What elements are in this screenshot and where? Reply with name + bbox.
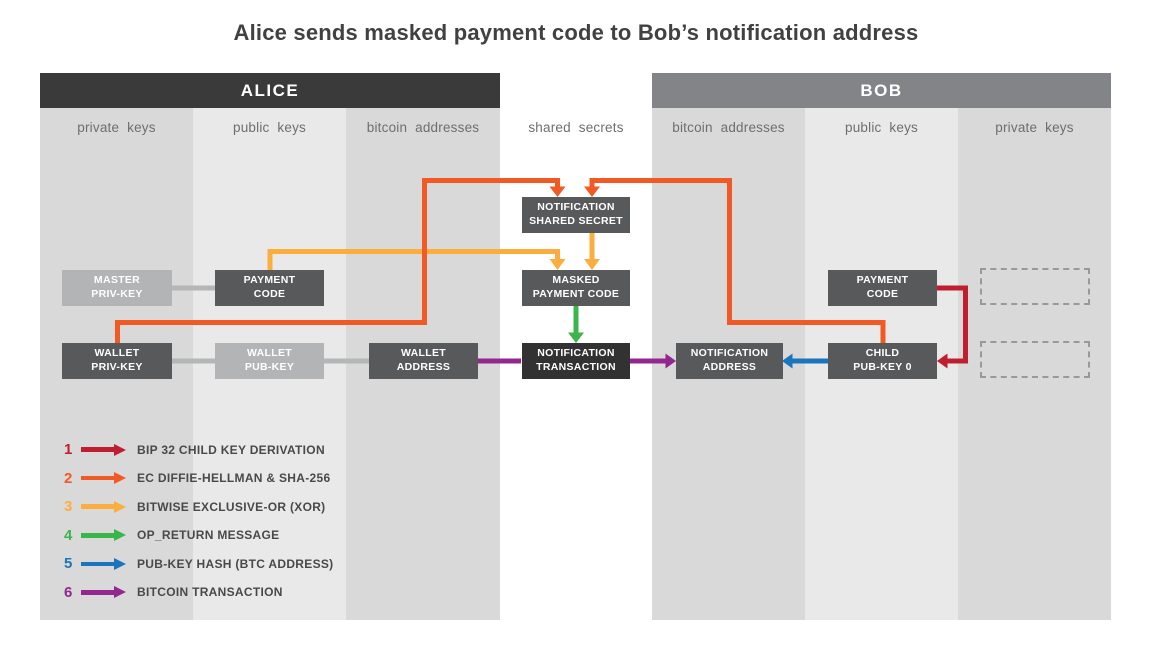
col-label-alice-private-keys: private keys: [77, 120, 156, 135]
box-wallet-address: WALLET ADDRESS: [369, 343, 478, 379]
arrow-xor-from-shared-secret-head: [584, 259, 600, 270]
legend-label: EC DIFFIE-HELLMAN & SHA-256: [137, 471, 331, 486]
bob-header: BOB: [652, 73, 1111, 108]
legend-arrow-icon: [81, 472, 126, 485]
legend-item-bitcoin-transaction: 6 BITCOIN TRANSACTION: [64, 584, 333, 601]
legend-label: OP_RETURN MESSAGE: [137, 528, 280, 543]
diagram-title: Alice sends masked payment code to Bob’s…: [233, 20, 919, 45]
box-label: MASTER: [93, 274, 141, 287]
col-label-alice-bitcoin-addresses: bitcoin addresses: [366, 120, 480, 135]
box-payment-code-bob: PAYMENT CODE: [828, 270, 937, 306]
legend-arrow-head: [114, 472, 126, 485]
legend-arrow-head: [114, 529, 126, 542]
box-label: WALLET: [401, 347, 446, 360]
box-label: NOTIFICATION: [537, 201, 615, 214]
legend-label: BITCOIN TRANSACTION: [137, 585, 283, 600]
arrow-ecdh-alice-head: [549, 186, 566, 197]
box-label: ADDRESS: [396, 361, 451, 373]
alice-header: ALICE: [40, 73, 500, 108]
col-label-shared-secrets: shared secrets: [528, 120, 624, 135]
box-label: SHARED SECRET: [529, 215, 623, 227]
col-label-bob-bitcoin-addresses: bitcoin addresses: [672, 120, 785, 135]
box-label: PAYMENT: [856, 274, 909, 287]
legend-arrow-icon: [81, 529, 126, 542]
arrow-opreturn-head: [568, 332, 584, 343]
legend-number: 5: [64, 555, 73, 573]
box-notification-address: NOTIFICATION ADDRESS: [676, 343, 783, 379]
legend-arrow-line: [81, 533, 114, 538]
legend-arrow-head: [114, 557, 126, 570]
col-label-alice-public-keys: public keys: [233, 120, 306, 135]
box-label: MASKED: [552, 274, 600, 287]
box-wallet-priv-key: WALLET PRIV-KEY: [62, 343, 172, 379]
box-bob-private-key-placeholder-1: [980, 268, 1090, 305]
box-label: PRIV-KEY: [91, 361, 143, 373]
legend-arrow-head: [114, 586, 126, 599]
box-label: PUB-KEY: [244, 361, 295, 373]
box-label: ADDRESS: [702, 361, 757, 373]
legend-label: BIP 32 CHILD KEY DERIVATION: [137, 442, 325, 457]
box-label: TRANSACTION: [536, 361, 616, 373]
arrow-xor-from-payment-code-head: [549, 259, 566, 270]
legend-arrow-line: [81, 561, 114, 567]
legend-arrow-icon: [81, 500, 126, 513]
box-master-priv-key: MASTER PRIV-KEY: [62, 270, 172, 306]
legend-number: 6: [64, 583, 73, 601]
legend-arrow-icon: [81, 557, 126, 570]
legend-arrow-head: [114, 443, 126, 456]
legend-number: 3: [64, 498, 73, 516]
box-wallet-pub-key: WALLET PUB-KEY: [215, 343, 324, 379]
legend-arrow-head: [114, 500, 126, 513]
box-label: NOTIFICATION: [537, 347, 615, 360]
box-label: PRIV-KEY: [91, 288, 143, 300]
legend-item-bip32: 1 BIP 32 CHILD KEY DERIVATION: [64, 441, 333, 458]
box-label: PUB-KEY 0: [853, 361, 912, 373]
legend-number: 4: [64, 526, 73, 544]
box-label: PAYMENT: [243, 274, 296, 287]
legend: 1 BIP 32 CHILD KEY DERIVATION 2 EC DIFFI…: [64, 441, 333, 601]
box-label: WALLET: [247, 347, 292, 360]
arrow-ecdh-bob-head: [584, 186, 600, 197]
legend-item-opreturn: 4 OP_RETURN MESSAGE: [64, 527, 333, 544]
legend-arrow-line: [81, 590, 114, 595]
legend-number: 1: [64, 441, 73, 458]
box-label: CODE: [866, 288, 899, 300]
legend-item-xor: 3 BITWISE EXCLUSIVE-OR (XOR): [64, 498, 333, 515]
box-notification-transaction: NOTIFICATION TRANSACTION: [522, 343, 630, 379]
legend-label: PUB-KEY HASH (BTC ADDRESS): [137, 556, 334, 571]
box-label: PAYMENT CODE: [532, 288, 620, 300]
legend-item-pubkey-hash: 5 PUB-KEY HASH (BTC ADDRESS): [64, 555, 333, 572]
box-notification-shared-secret: NOTIFICATION SHARED SECRET: [522, 197, 630, 233]
box-masked-payment-code: MASKED PAYMENT CODE: [522, 270, 630, 306]
legend-item-ecdh: 2 EC DIFFIE-HELLMAN & SHA-256: [64, 470, 333, 487]
box-bob-private-key-placeholder-2: [980, 341, 1090, 378]
legend-number: 2: [64, 469, 73, 487]
box-label: CODE: [253, 288, 286, 300]
box-child-pub-key-0: CHILD PUB-KEY 0: [828, 343, 937, 379]
legend-arrow-icon: [81, 443, 126, 456]
legend-label: BITWISE EXCLUSIVE-OR (XOR): [137, 499, 326, 514]
legend-arrow-icon: [81, 586, 126, 599]
box-label: WALLET: [94, 347, 140, 360]
col-label-bob-public-keys: public keys: [845, 120, 918, 135]
box-label: CHILD: [865, 347, 900, 360]
legend-arrow-line: [81, 475, 114, 481]
legend-arrow-line: [81, 504, 114, 509]
box-label: NOTIFICATION: [690, 347, 769, 360]
legend-arrow-line: [81, 447, 114, 452]
col-label-bob-private-keys: private keys: [995, 120, 1074, 135]
band-bob-private-keys: [958, 108, 1111, 620]
box-payment-code-alice: PAYMENT CODE: [215, 270, 324, 306]
